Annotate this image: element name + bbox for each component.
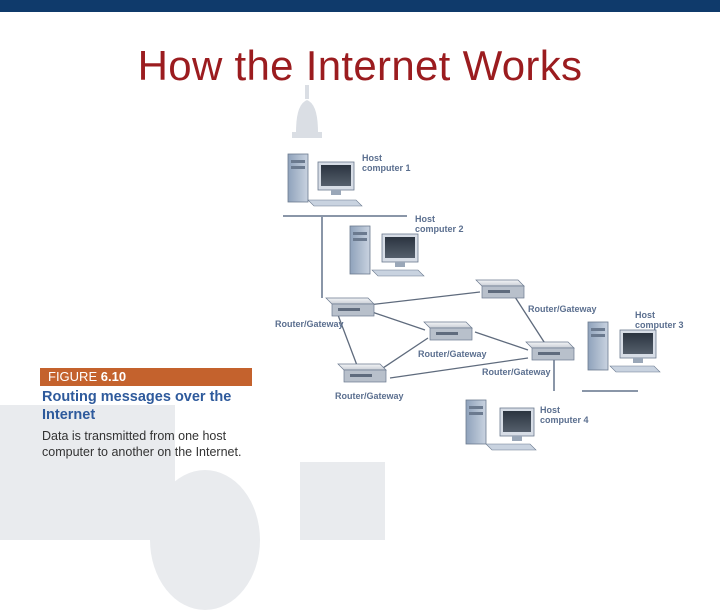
background-shape <box>300 462 385 540</box>
host-computer-1 <box>287 153 363 207</box>
network-link <box>337 314 359 369</box>
network-link <box>474 331 529 351</box>
host-computer-2 <box>349 225 425 277</box>
host-4-label: computer 4 <box>540 415 589 425</box>
router-4 <box>525 341 575 361</box>
host-1-label: computer 1 <box>362 163 411 173</box>
router-2 <box>475 279 525 299</box>
router-3-label: Router/Gateway <box>418 349 487 359</box>
router-5-label: Router/Gateway <box>335 391 404 401</box>
figure-caption: FIGURE 6.10 Routing messages over the In… <box>40 368 252 460</box>
watermark-dome <box>292 85 322 138</box>
figure-number: 6.10 <box>100 369 127 384</box>
router-1-label: Router/Gateway <box>275 319 344 329</box>
figure-description: Data is transmitted from one host comput… <box>40 428 252 460</box>
figure-description-line: computer to another on the Internet. <box>42 445 242 459</box>
network-link <box>514 296 547 346</box>
figure-heading: Routing messages over the Internet <box>40 388 252 424</box>
host-1-label: Host <box>362 153 382 163</box>
router-1 <box>325 297 375 317</box>
host-2-label: computer 2 <box>415 224 464 234</box>
router-4-label: Router/Gateway <box>482 367 551 377</box>
figure-number-bar: FIGURE 6.10 <box>40 368 252 386</box>
host-3-label: computer 3 <box>635 320 684 330</box>
router-5 <box>337 363 387 383</box>
slide-title: How the Internet Works <box>137 42 583 89</box>
host-3-label: Host <box>635 310 655 320</box>
network-link <box>367 291 481 306</box>
figure-prefix: FIGURE <box>48 369 98 384</box>
figure-description-line: Data is transmitted from one host <box>42 429 227 443</box>
figure-heading-line: Routing messages over the <box>42 389 232 405</box>
host-computer-3 <box>587 321 661 373</box>
host-4-label: Host <box>540 405 560 415</box>
network-link <box>371 311 426 331</box>
figure-heading-line: Internet <box>42 407 96 423</box>
host-2-label: Host <box>415 214 435 224</box>
router-3 <box>423 321 473 341</box>
network-link <box>379 337 429 371</box>
background-shape <box>0 405 175 540</box>
network-link <box>389 357 529 379</box>
host-computer-4 <box>465 399 537 451</box>
top-accent-bar <box>0 0 720 12</box>
network-diagram: Host computer 1 Host computer 2 Host com… <box>275 85 684 451</box>
router-2-label: Router/Gateway <box>528 304 597 314</box>
